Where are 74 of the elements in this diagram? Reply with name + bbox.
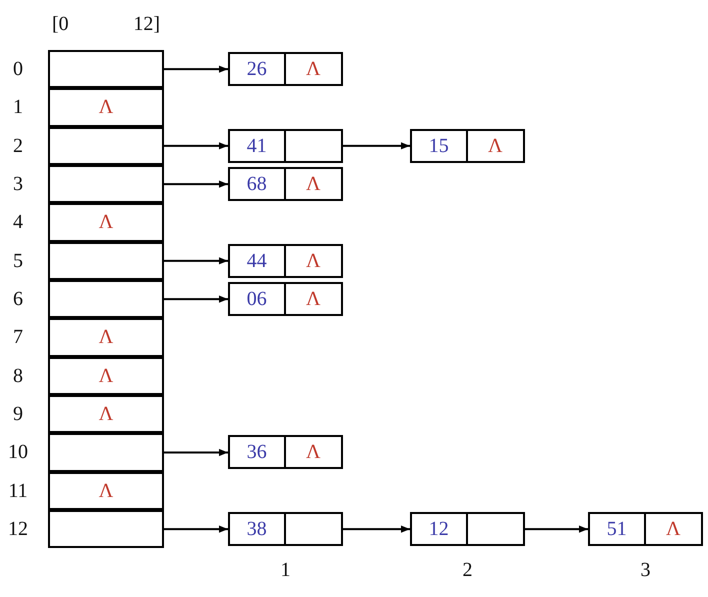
slot-index: 3 xyxy=(12,174,24,194)
chain-position: 1 xyxy=(280,560,290,580)
list-node xyxy=(228,282,343,316)
hash-slot xyxy=(48,126,164,165)
list-node xyxy=(410,512,525,546)
slot-index: 10 xyxy=(7,442,29,462)
node-value: 51 xyxy=(606,519,627,540)
list-node xyxy=(228,128,343,163)
pointer-arrow xyxy=(164,526,228,533)
node-value: 15 xyxy=(428,136,449,156)
node-value: 06 xyxy=(246,289,267,310)
pointer-arrow xyxy=(164,448,228,456)
null-pointer: Λ xyxy=(98,404,114,424)
pointer-arrow xyxy=(343,526,410,533)
list-node xyxy=(228,512,343,546)
null-pointer: Λ xyxy=(98,366,114,386)
node-value: 41 xyxy=(246,136,267,156)
pointer-arrow xyxy=(164,257,228,264)
slot-index: 1 xyxy=(12,97,24,118)
null-pointer: Λ xyxy=(306,289,320,310)
null-pointer: Λ xyxy=(306,250,320,271)
slot-index: 5 xyxy=(12,250,24,271)
slot-index: 12 xyxy=(7,519,29,540)
list-node xyxy=(410,128,525,163)
chain-position: 3 xyxy=(640,560,650,580)
hash-slot xyxy=(48,472,164,510)
hash-slot xyxy=(48,394,164,434)
hash-slot xyxy=(48,88,164,127)
slot-index: 6 xyxy=(12,289,24,310)
node-value: 36 xyxy=(246,442,267,462)
node-value: 68 xyxy=(246,174,267,194)
hash-slot xyxy=(48,356,164,395)
node-value: 26 xyxy=(246,59,267,80)
index-range-label: [0 xyxy=(52,14,69,34)
pointer-arrow xyxy=(164,66,228,73)
null-pointer: Λ xyxy=(98,480,114,501)
slot-index: 8 xyxy=(12,366,24,386)
hash-slot xyxy=(48,50,164,88)
null-pointer: Λ xyxy=(98,327,114,348)
null-pointer: Λ xyxy=(488,136,502,156)
node-value: 38 xyxy=(246,519,267,540)
hash-slot xyxy=(48,280,164,318)
slot-index: 11 xyxy=(7,480,29,501)
pointer-arrow xyxy=(164,180,228,188)
null-pointer: Λ xyxy=(306,59,320,80)
hash-slot xyxy=(48,510,164,548)
hash-slot xyxy=(48,242,164,280)
list-node xyxy=(228,167,343,202)
list-node xyxy=(228,435,343,470)
list-node xyxy=(588,512,703,546)
pointer-arrow xyxy=(343,142,410,150)
null-pointer: Λ xyxy=(306,174,320,194)
null-pointer: Λ xyxy=(98,212,114,232)
pointer-arrow xyxy=(525,526,588,533)
hash-slot xyxy=(48,433,164,472)
pointer-arrow xyxy=(164,296,228,303)
null-pointer: Λ xyxy=(98,97,114,118)
list-node xyxy=(228,244,343,278)
hash-slot xyxy=(48,203,164,242)
hash-slot xyxy=(48,164,164,204)
index-range-label: 12] xyxy=(133,14,160,34)
slot-index: 0 xyxy=(12,59,24,80)
list-node xyxy=(228,52,343,86)
slot-index: 2 xyxy=(12,136,24,156)
chain-position: 2 xyxy=(462,560,472,580)
slot-index: 7 xyxy=(12,327,24,348)
null-pointer: Λ xyxy=(666,519,680,540)
slot-index: 9 xyxy=(12,404,24,424)
slot-index: 4 xyxy=(12,212,24,232)
pointer-arrow xyxy=(164,142,228,150)
node-value: 12 xyxy=(428,519,449,540)
null-pointer: Λ xyxy=(306,442,320,462)
node-value: 44 xyxy=(246,250,267,271)
hash-slot xyxy=(48,318,164,357)
